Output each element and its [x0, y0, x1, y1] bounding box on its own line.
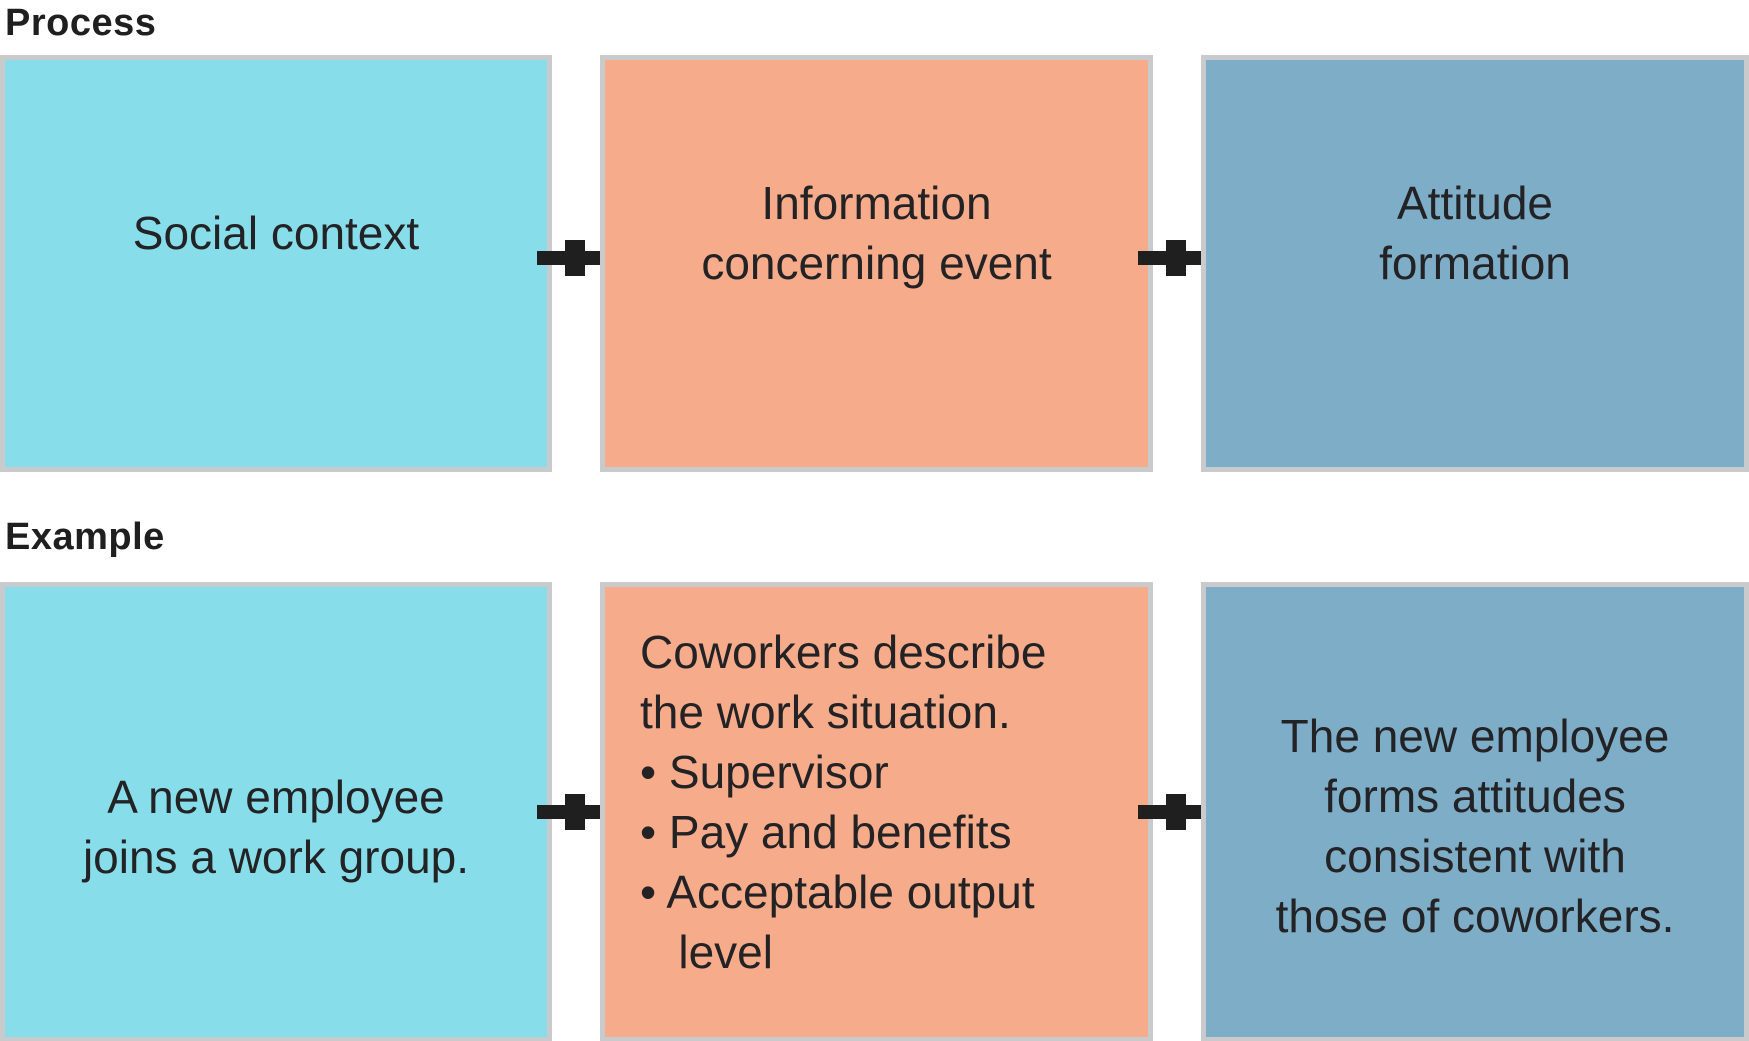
box-text: Attitude formation [1379, 176, 1571, 289]
example-box-coworkers-describe: Coworkers describe the work situation. •… [600, 582, 1153, 1041]
box-text: The new employee forms attitudes consist… [1275, 710, 1675, 942]
box-text: Coworkers describe the work situation. •… [640, 626, 1047, 978]
box-text: Information concerning event [701, 176, 1052, 289]
process-row-label: Process [5, 2, 157, 44]
example-box-new-employee: A new employee joins a work group. [0, 582, 552, 1041]
process-box-attitude-formation: Attitude formation [1201, 55, 1749, 472]
box-text: Social context [132, 206, 420, 259]
process-box-social-context: Social context [0, 55, 552, 472]
box-text: A new employee joins a work group. [82, 771, 470, 883]
example-row-label: Example [5, 516, 165, 558]
example-box-forms-attitudes: The new employee forms attitudes consist… [1201, 582, 1749, 1041]
process-box-information-event: Information concerning event [600, 55, 1153, 472]
